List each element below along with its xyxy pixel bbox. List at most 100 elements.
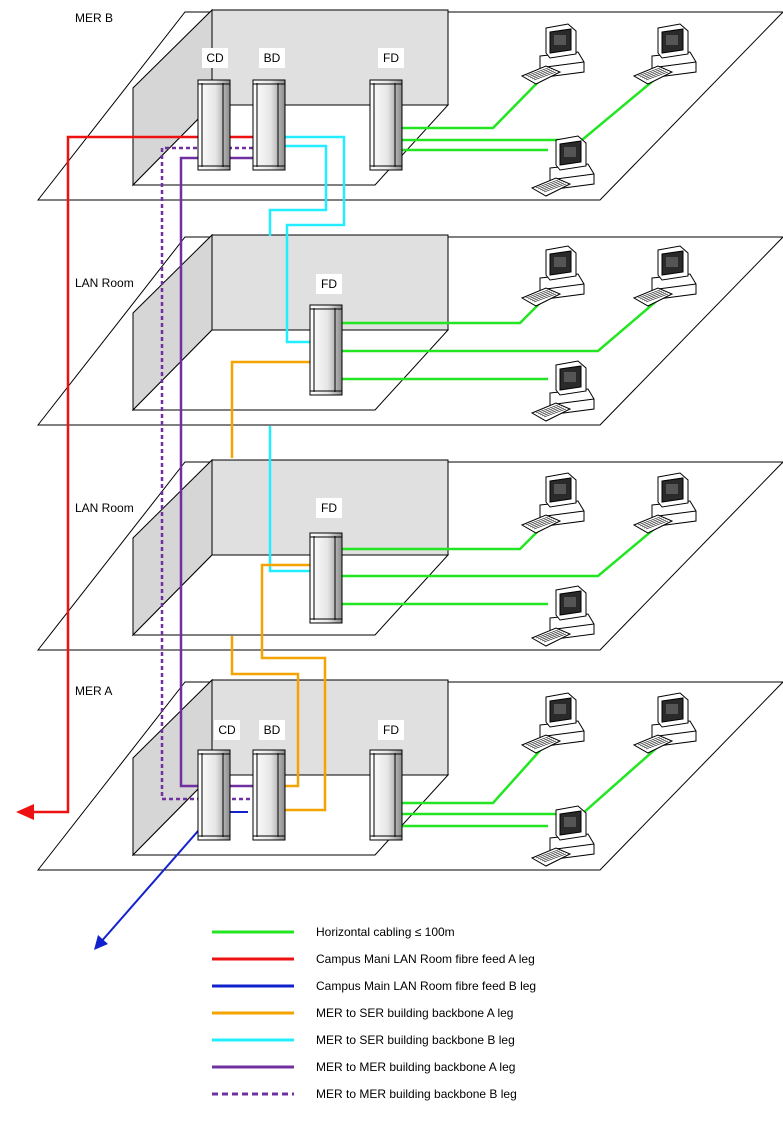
keyboard-keys (539, 406, 563, 416)
backbone-b-leg (285, 135, 346, 344)
campus-feed-b-leg (99, 814, 213, 944)
legend-item: MER to SER building backbone A leg (212, 1006, 513, 1020)
system-unit-edge (657, 730, 697, 737)
keyboard-keys (529, 291, 553, 301)
keyboard-keys (527, 290, 551, 300)
screen-glare (564, 372, 576, 382)
floor-label: MER B (75, 11, 113, 25)
screen-glare (666, 35, 678, 45)
cabinet-body (309, 532, 343, 624)
cabinet-label: FD (383, 723, 399, 737)
system-unit-edge (545, 283, 585, 290)
floor-label: MER A (75, 684, 112, 698)
keyboard-keys (643, 292, 667, 302)
keyboard-keys (529, 518, 553, 528)
desktop-computer-icon (530, 585, 595, 647)
screen-glare (564, 817, 576, 827)
desktop-computer-icon (632, 245, 697, 307)
cabinet-label-bg (378, 720, 404, 740)
cabinet-body (252, 749, 286, 841)
screen-glare (666, 257, 678, 267)
cabinet-body (309, 304, 343, 396)
back-wall (211, 9, 449, 106)
keyboard-keys (641, 69, 665, 79)
backbone-a-leg (230, 636, 300, 788)
keyboard-keys (637, 67, 661, 77)
keyboard-keys (539, 181, 563, 191)
legend-item: Horizontal cabling ≤ 100m (212, 925, 455, 939)
cabinet-label: CD (206, 51, 224, 65)
legend-label: MER to MER building backbone A leg (316, 1060, 515, 1074)
desktop-computer-icon (530, 805, 595, 867)
rack-cabinet-icon (252, 749, 286, 841)
keyboard-keys (643, 739, 667, 749)
keyboard-keys (537, 850, 561, 860)
system-unit-edge (545, 61, 585, 68)
desktop-computer-icon (632, 23, 697, 85)
screen-glare (554, 35, 566, 45)
system-unit-edge (657, 510, 697, 517)
backbone-a-leg (260, 563, 327, 812)
legend-item: MER to MER building backbone A leg (212, 1060, 515, 1074)
cabinet-body (197, 79, 231, 171)
rack-cabinet-icon (252, 79, 286, 171)
cabinet-label: FD (383, 51, 399, 65)
keyboard-keys (541, 407, 565, 417)
keyboard-keys (533, 520, 557, 530)
rack-cabinet-icon (309, 304, 343, 396)
screen-glare (554, 484, 566, 494)
desktop-computer-icon (530, 135, 595, 197)
legend-label: MER to SER building backbone B leg (316, 1033, 515, 1047)
cabinet-label-bg (214, 720, 240, 740)
keyboard-keys (535, 179, 559, 189)
keyboard-keys (529, 738, 553, 748)
keyboard-keys (639, 737, 663, 747)
keyboard-keys (541, 632, 565, 642)
horizontal-cable (342, 523, 661, 578)
red-arrow-icon (16, 804, 34, 820)
horizontal-cable (402, 74, 546, 130)
keyboard-keys (535, 849, 559, 859)
system-unit-edge (555, 623, 595, 630)
keyboard-keys (541, 852, 565, 862)
screen-glare (666, 484, 678, 494)
desktop-computer-icon (632, 692, 697, 754)
keyboard-keys (637, 736, 661, 746)
legend-item: MER to SER building backbone B leg (212, 1033, 515, 1047)
keyboard-keys (525, 289, 549, 299)
backbone-a-leg (230, 360, 310, 458)
system-unit-edge (555, 173, 595, 180)
rack-cabinet-icon (369, 79, 403, 171)
cabinet-body (197, 749, 231, 841)
rack-cabinet-icon (197, 749, 231, 841)
screen-glare (666, 704, 678, 714)
keyboard-keys (539, 851, 563, 861)
keyboard-keys (637, 516, 661, 526)
keyboard-keys (637, 289, 661, 299)
keyboard-keys (531, 519, 555, 529)
system-unit-edge (657, 61, 697, 68)
floor-label: LAN Room (75, 501, 134, 515)
keyboard-keys (641, 738, 665, 748)
keyboard-keys (639, 290, 663, 300)
blue-arrow-icon (94, 935, 108, 950)
keyboard-keys (639, 517, 663, 527)
keyboard-keys (527, 737, 551, 747)
legend-label: Horizontal cabling ≤ 100m (316, 925, 455, 939)
keyboard-keys (531, 739, 555, 749)
keyboard-keys (645, 71, 669, 81)
cabinet-label-bg (259, 720, 285, 740)
desktop-computer-icon (520, 245, 585, 307)
backbone-b-leg (268, 144, 328, 236)
desktop-computer-icon (530, 360, 595, 422)
keyboard-keys (643, 519, 667, 529)
legend-item: Campus Mani LAN Room fibre feed A leg (212, 952, 535, 966)
desktop-computer-icon (520, 23, 585, 85)
system-unit-edge (555, 843, 595, 850)
legend-item: Campus Main LAN Room fibre feed B leg (212, 979, 536, 993)
legend-label: MER to MER building backbone B leg (316, 1087, 517, 1101)
keyboard-keys (525, 736, 549, 746)
keyboard-keys (645, 740, 669, 750)
keyboard-keys (543, 633, 567, 643)
